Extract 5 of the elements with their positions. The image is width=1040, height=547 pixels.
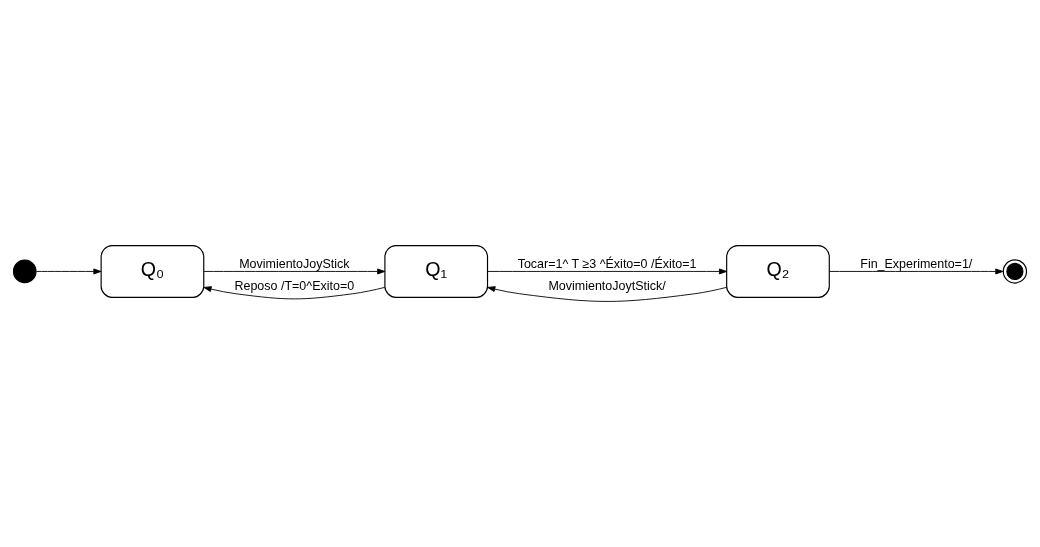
edge-label: MovimientoJoytStick/ xyxy=(548,279,666,294)
edge-label: Fin_Experimento=1/ xyxy=(860,257,973,272)
edge-label: MovimientoJoyStick xyxy=(239,257,350,272)
edge-label: Tocar=1^ T ≥3 ^Éxito=0 /Éxito=1 xyxy=(517,257,697,272)
edge-label: Reposo /T=0^Exito=0 xyxy=(234,279,355,294)
